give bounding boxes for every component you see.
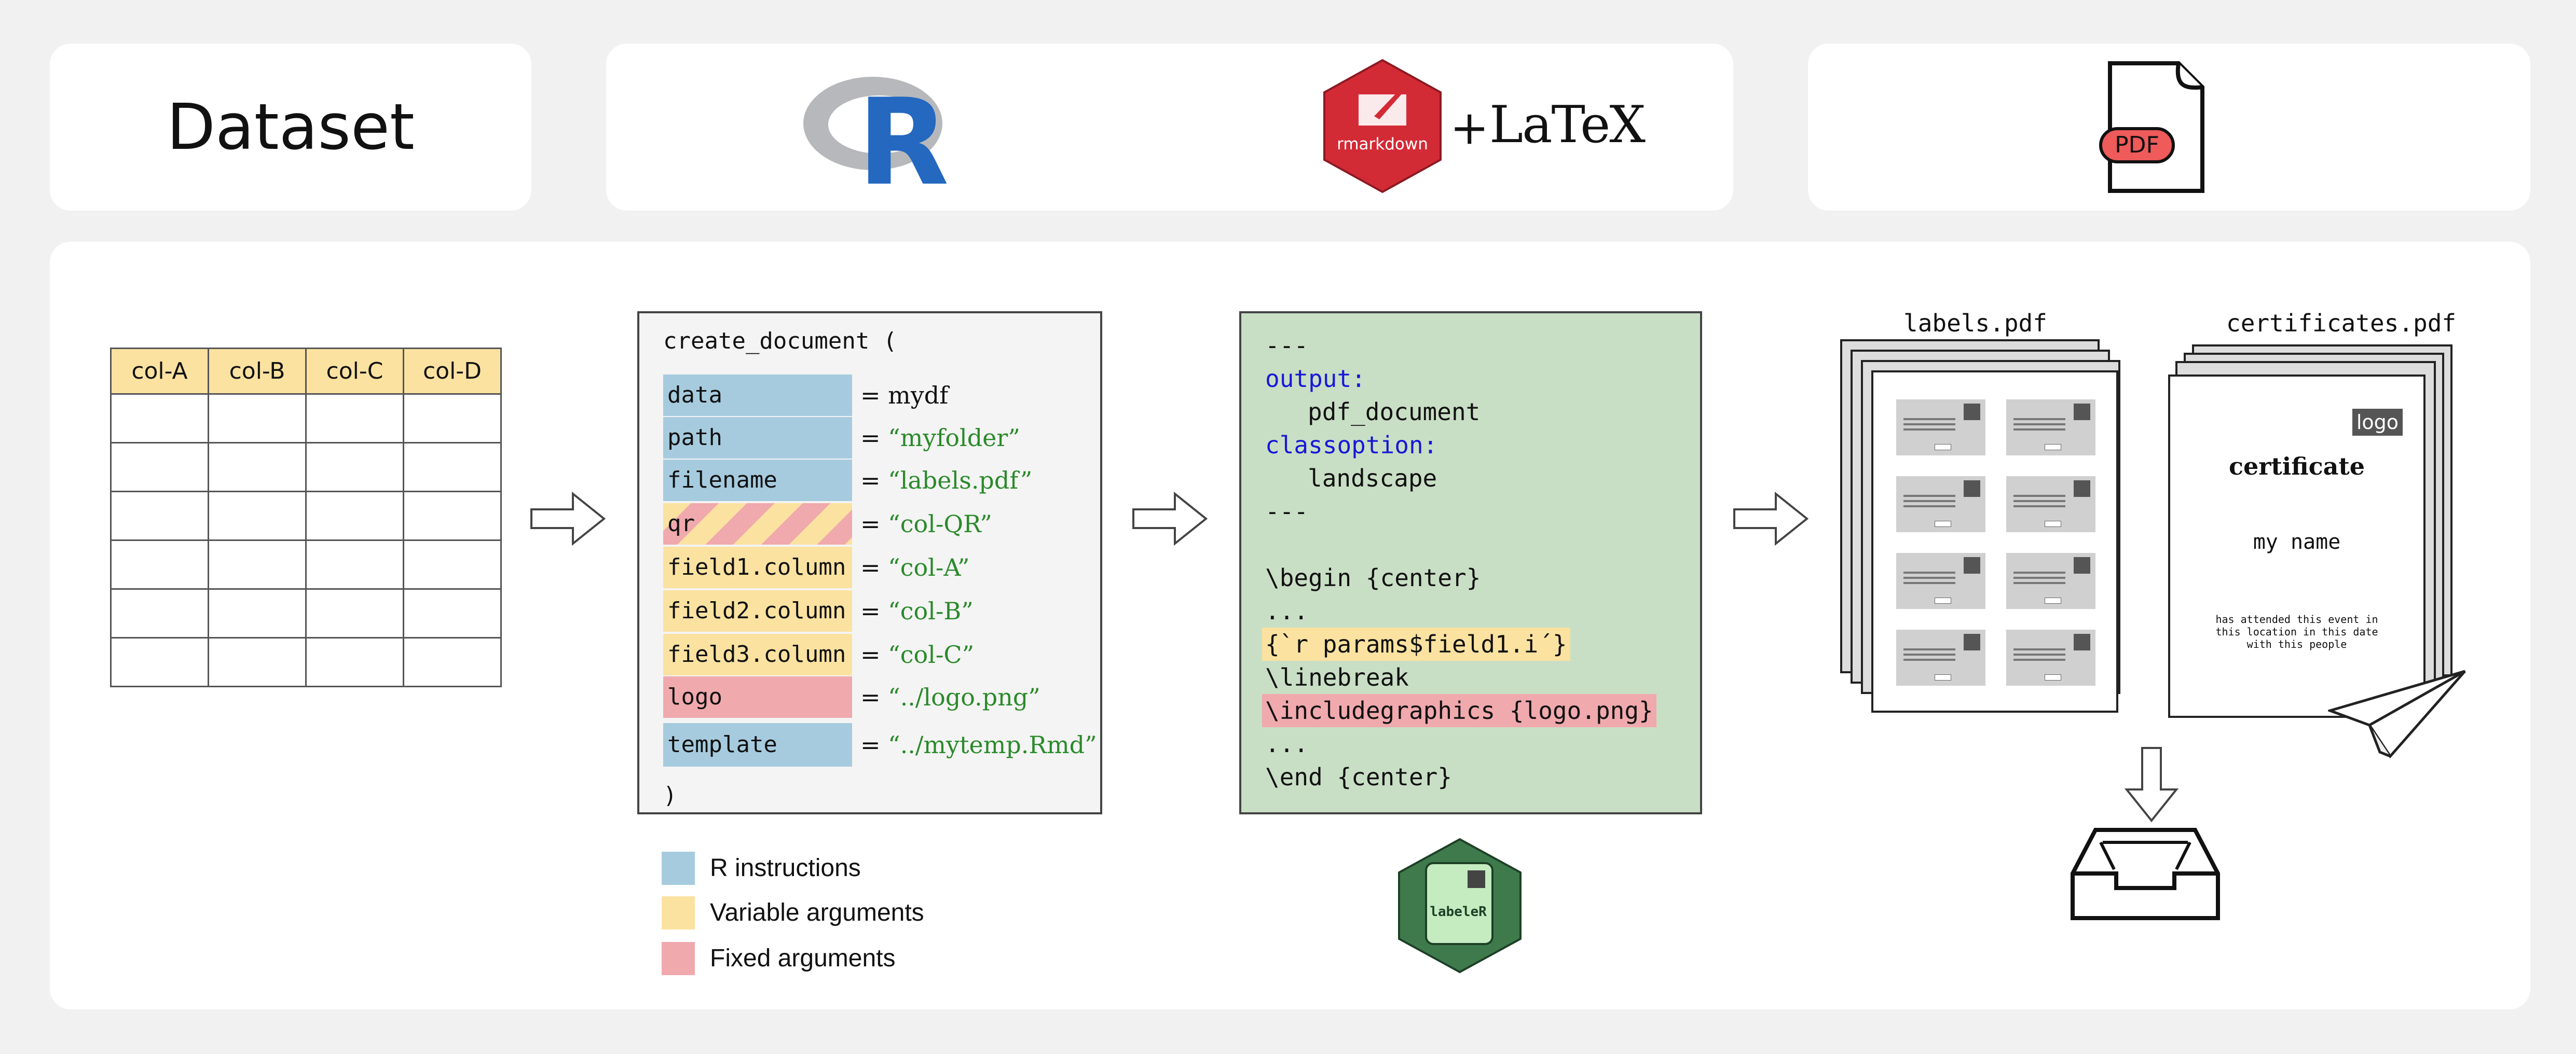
legend-swatch-fixed: [662, 942, 695, 975]
arrow-right-icon: [1733, 492, 1809, 546]
column-header: col-B: [208, 348, 307, 395]
rmd-line-variable: {`r params$field1.i´}: [1262, 628, 1570, 661]
table-row: [110, 442, 502, 492]
label-card: [1896, 630, 1985, 686]
label-card: [1896, 399, 1985, 455]
label-card: [2006, 630, 2095, 686]
arg-value: = mydf: [860, 381, 949, 409]
column-header: col-A: [110, 348, 209, 395]
arg-value: = “col-B”: [860, 597, 974, 625]
arg-value: = “col-C”: [860, 641, 975, 669]
arg-value: = “../mytemp.Rmd”: [860, 731, 1097, 759]
arg-value: = “../logo.png”: [860, 683, 1040, 711]
label-card: [2006, 399, 2095, 455]
plus-sign: +: [1450, 101, 1489, 155]
dataset-table: col-A col-B col-C col-D: [110, 348, 502, 687]
function-close: ): [663, 782, 677, 809]
certificates-pdf-title: certificates.pdf: [2226, 309, 2457, 337]
output-header-panel: PDF: [1808, 44, 2530, 211]
table-row: [110, 491, 502, 541]
table-row: [110, 539, 502, 590]
rmd-line: classoption:: [1265, 431, 1438, 459]
arrow-right-icon: [530, 492, 606, 546]
rmd-line: \end {center}: [1265, 763, 1453, 791]
arg-name: path: [663, 417, 852, 459]
dataset-title: Dataset: [167, 90, 415, 164]
arg-name: field3.column: [663, 634, 852, 675]
r-logo-letter: R: [857, 74, 947, 189]
function-open: create_document (: [663, 327, 897, 354]
legend-label: R instructions: [710, 854, 861, 882]
legend-label: Fixed arguments: [710, 945, 896, 972]
rmd-line-fixed: \includegraphics {logo.png}: [1262, 694, 1656, 727]
rmd-line: pdf_document: [1308, 398, 1481, 426]
rmd-template-box: --- output: pdf_document classoption: la…: [1239, 311, 1702, 814]
labeler-label: labeleR: [1430, 904, 1487, 920]
arg-name: qr: [663, 503, 852, 545]
legend-swatch-variable: [662, 896, 695, 930]
rmarkdown-hex-icon: rmarkdown: [1323, 59, 1442, 193]
label-card: [1896, 553, 1985, 609]
rmd-line: landscape: [1308, 464, 1437, 492]
tools-header-panel: R rmarkdown + LaTeX: [606, 44, 1733, 211]
arg-value: = “labels.pdf”: [860, 466, 1033, 494]
latex-logo: LaTeX: [1489, 95, 1646, 155]
label-card: [2006, 476, 2095, 532]
dataset-header-panel: Dataset: [50, 44, 531, 211]
pdf-label: PDF: [2115, 132, 2159, 158]
certificate-name: my name: [2253, 530, 2341, 554]
labeler-hex-icon: labeleR: [1398, 838, 1522, 974]
arg-value: = “col-QR”: [860, 510, 992, 538]
arg-name: template: [663, 723, 852, 767]
label-card: [1896, 476, 1985, 532]
rmd-line: ...: [1265, 730, 1309, 758]
pdf-file-icon: PDF: [2099, 61, 2204, 193]
column-header: col-D: [403, 348, 502, 395]
paper-plane-icon: [2328, 670, 2466, 759]
certificate-text: has attended this event in this location…: [2215, 613, 2378, 650]
table-row: [110, 393, 502, 443]
arg-value: = “myfolder”: [860, 424, 1020, 452]
legend-swatch-r-instructions: [662, 852, 695, 885]
legend-label: Variable arguments: [710, 899, 924, 926]
column-header: col-C: [305, 348, 404, 395]
rmd-line: ...: [1265, 597, 1309, 625]
inbox-tray-icon: [2071, 828, 2220, 920]
labels-pdf-title: labels.pdf: [1903, 309, 2047, 337]
certificate-heading: certificate: [2228, 452, 2365, 480]
arrow-down-icon: [2125, 747, 2178, 823]
table-row: [110, 588, 502, 639]
rmd-line: ---: [1265, 497, 1309, 525]
rmd-line: output:: [1265, 365, 1366, 393]
label-card: [2006, 553, 2095, 609]
rmd-line: ---: [1265, 331, 1309, 359]
arg-value: = “col-A”: [860, 553, 970, 581]
labels-page: [1871, 370, 2118, 713]
rmd-line: \begin {center}: [1265, 564, 1481, 592]
arg-name: logo: [663, 676, 852, 718]
certificate-logo: logo: [2352, 409, 2403, 436]
arg-name: filename: [663, 460, 852, 501]
rmd-line: \linebreak: [1265, 663, 1409, 691]
table-header-row: col-A col-B col-C col-D: [110, 348, 502, 395]
certificate-page: logo certificate my name has attended th…: [2168, 375, 2426, 718]
table-row: [110, 637, 502, 687]
r-code-box: create_document ( data = mydf path = “my…: [637, 311, 1102, 814]
arg-name: field1.column: [663, 547, 852, 588]
arg-name: data: [663, 375, 852, 416]
rmarkdown-label: rmarkdown: [1337, 135, 1428, 154]
r-logo-icon: R: [803, 74, 947, 189]
arrow-right-icon: [1132, 492, 1208, 546]
arg-name: field2.column: [663, 590, 852, 632]
